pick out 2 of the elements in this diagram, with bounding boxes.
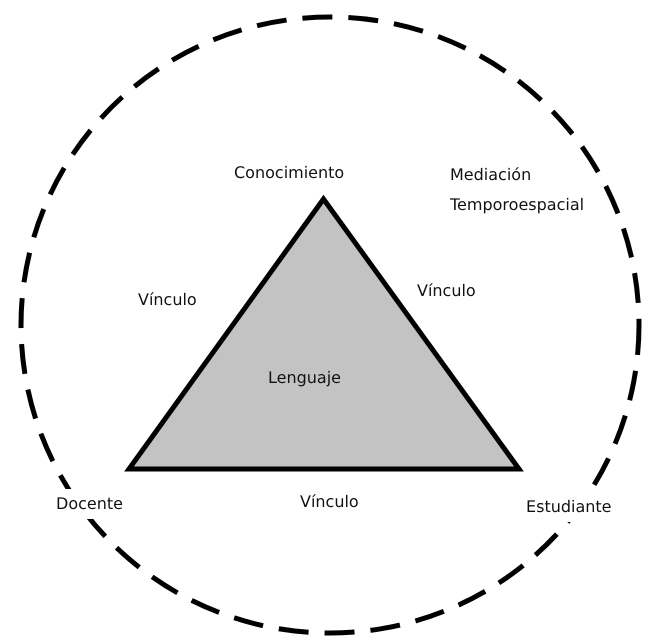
- node-text: Lenguaje: [267, 367, 342, 389]
- node-text: Mediación Temporoespacial: [449, 164, 586, 216]
